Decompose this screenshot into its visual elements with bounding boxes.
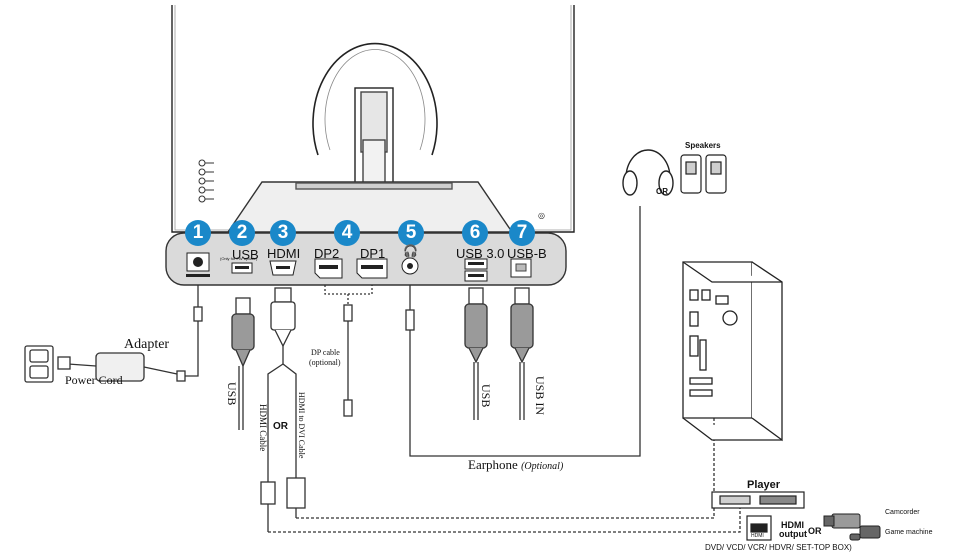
dp-optional-label: (optional) [309,358,341,367]
speakers-icon [680,154,727,194]
port-label-dp1: DP1 [360,246,386,261]
port-label-usb3: USB 3.0 [456,246,505,261]
hdmi-to-dvi-label: HDMI to DVI Cable [297,392,306,459]
usb-right-label: USB [479,384,493,408]
camcorder-icon [823,513,861,529]
port-sublabel-usb: (Only for FW update) [220,256,258,261]
player-device [711,491,805,541]
player-title: Player [747,479,781,491]
camcorder-label: Camcorder [885,509,920,516]
badge-7: 7 [509,220,535,246]
or-label-player: OR [808,526,822,536]
earphone-label: Earphone (Optional) [468,458,563,472]
badge-3: 3 [270,220,296,246]
badge-6: 6 [462,220,488,246]
hdmi-port-label: HDMI [751,533,764,539]
badge-2: 2 [229,220,255,246]
monitor-back: ◎ [171,5,575,233]
game-machine-icon [849,525,881,541]
adapter-label: Adapter [124,337,170,352]
speakers-label: Speakers [685,141,721,150]
usb-in-label: USB IN [533,376,547,416]
hdmi-cable-label: HDMI Cable [258,404,268,452]
earphone-text: Earphone [468,457,518,472]
port-panel [165,232,567,286]
or-label-audio: OR [656,187,668,196]
badge-5: 5 [398,220,424,246]
badge-1: 1 [185,220,211,246]
or-label-cable: OR [273,421,288,432]
usb-left-label: USB [225,382,239,406]
hdmi-output-label-1: HDMI [781,520,804,530]
port-label-dp2: DP2 [314,246,340,261]
earphone-optional: (Optional) [521,461,564,472]
headphones-icon [622,149,674,196]
devices-label: DVD/ VCD/ VCR/ HDVR/ SET-TOP BOX) [705,543,852,552]
svg-text:◎: ◎ [538,211,545,220]
port-label-earphone: 🎧 [403,244,418,258]
port-label-hdmi: HDMI [267,246,301,261]
pc-tower [682,261,783,442]
game-machine-label: Game machine [885,529,933,536]
port-label-usbb: USB-B [507,246,547,261]
port-label-usb: USB [232,247,259,262]
badge-4: 4 [334,220,360,246]
hdmi-output-label-2: output [779,529,807,539]
cables [24,206,741,533]
power-cord-label: Power Cord [65,373,123,387]
dp-cable-label: DP cable [311,348,340,357]
